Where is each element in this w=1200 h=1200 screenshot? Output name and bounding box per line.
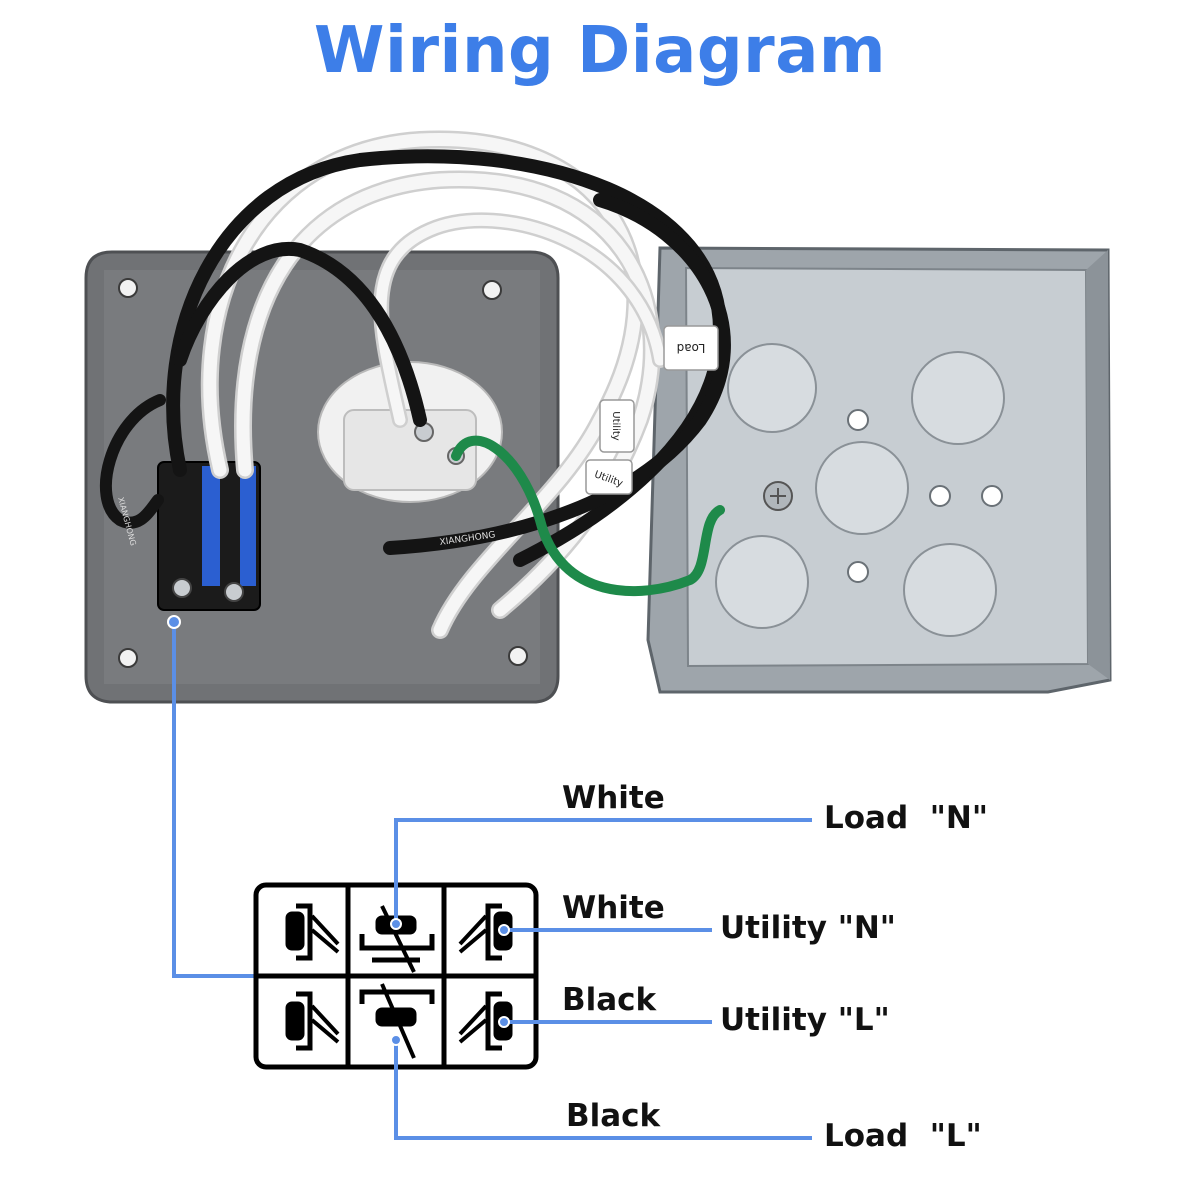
terminal-label: Load "L" [824,1118,982,1154]
pin-icon [458,991,513,1051]
wire-color-label: Black [566,1098,661,1134]
connection-lines [394,818,812,1140]
connection-dot-icon [498,924,510,936]
line-load-l [394,1040,812,1140]
mount-hole-icon [482,280,502,300]
mount-hole-icon [118,648,138,668]
wire-tag: Utility [585,459,633,495]
knockout-icon [715,343,1005,637]
pin-icon [359,983,435,1059]
terminal-block [157,461,261,611]
wire-bundle [100,130,731,639]
wire-color-label: White [562,780,665,816]
terminal-label: Utility "L" [720,1002,890,1038]
mount-hole-icon [118,278,138,298]
wire-color-label: White [562,890,665,926]
inlet-plate [84,250,560,704]
hole-icon [847,409,1003,583]
line-load-n [394,818,812,924]
callout-dot-icon [167,615,181,629]
page-title: Wiring Diagram [313,14,887,88]
terminal-screw-icon [224,582,244,602]
terminal-label: Utility "N" [720,910,896,946]
mount-hole-icon [508,646,528,666]
wire-color-label: Black [562,982,657,1018]
callout-leader [172,622,256,978]
metal-junction-box [646,246,1112,694]
terminal-label: Load "N" [824,800,988,836]
connection-dot-icon [390,1034,402,1046]
terminal-screw-icon [172,578,192,598]
schematic [167,615,812,1140]
wire-tag: Utility [599,399,635,453]
wire-tag-label: Load [677,341,706,355]
wire-tag: Load [663,325,719,371]
wire-tag-label: Utility [610,411,621,440]
outlet-face-symbol [253,882,539,1070]
photo-illustration: Load Utility Utility XIANGHONG XIANGHONG [84,130,1112,704]
pin-icon [285,903,340,961]
connection-dot-icon [390,918,402,930]
inlet-receptacle [317,361,503,503]
pin-icon [285,991,340,1051]
connection-dot-icon [498,1016,510,1028]
